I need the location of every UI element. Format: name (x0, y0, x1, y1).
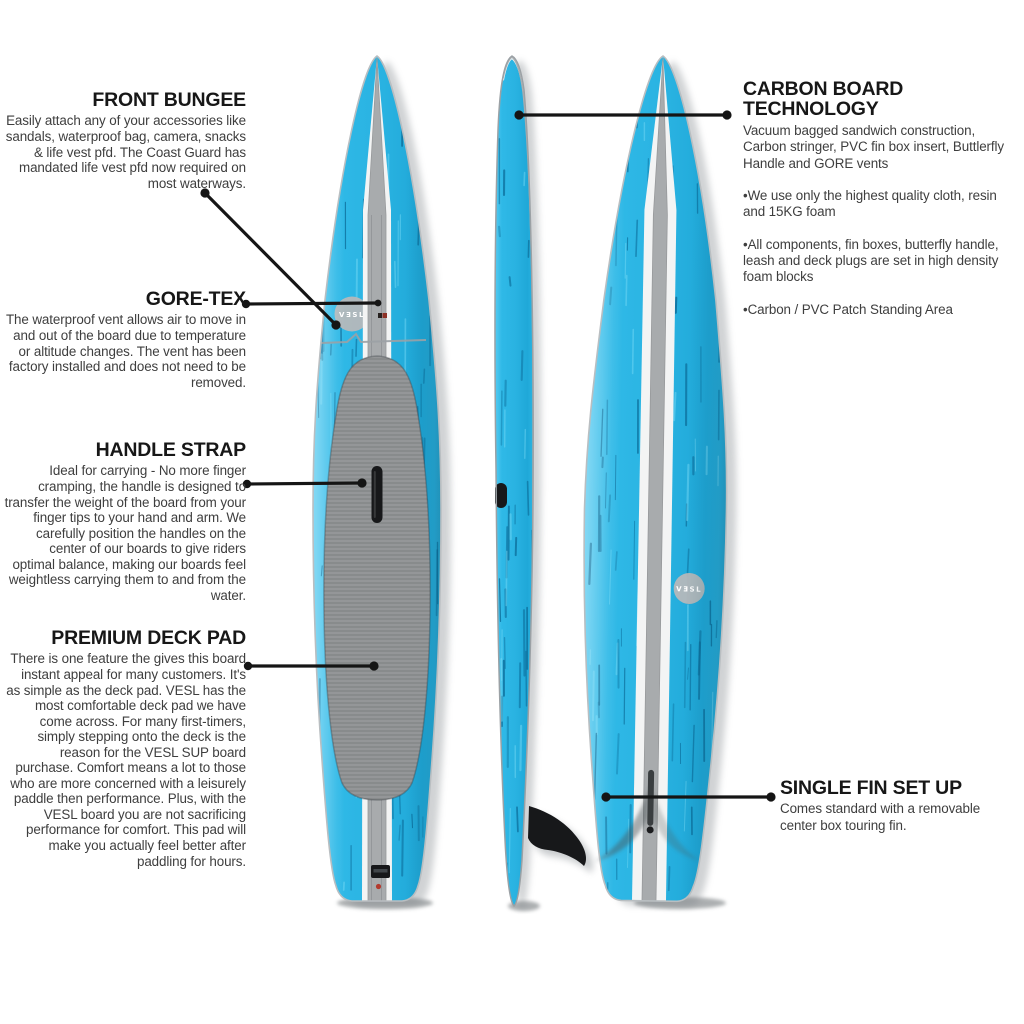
callout-title: SINGLE FIN SET UP (780, 777, 962, 799)
callout-body: Easily attach any of your accessories li… (5, 113, 246, 191)
callout-premium-deck-pad: PREMIUM DECK PAD There is one feature th… (4, 628, 246, 869)
deck-view-board: VƎSL (312, 55, 451, 906)
callout-front-bungee: FRONT BUNGEE Easily attach any of your a… (4, 90, 246, 191)
side-view-board (494, 55, 594, 910)
connector-carbon-board (514, 110, 732, 120)
deck-pad (323, 355, 431, 801)
callout-title: HANDLE STRAP (95, 439, 247, 461)
callout-body: The waterproof vent allows air to move i… (5, 312, 246, 390)
butterfly-handle-side (495, 483, 507, 508)
callout-carbon-board-technology: CARBON BOARD TECHNOLOGY Vacuum bagged sa… (743, 79, 1021, 334)
callout-single-fin-set-up: SINGLE FIN SET UP Comes standard with a … (780, 778, 1012, 834)
tail-vent-red-dot (375, 883, 382, 890)
callout-bullet: •Carbon / PVC Patch Standing Area (743, 301, 953, 317)
connector-single-fin (601, 792, 776, 802)
callout-body: Ideal for carrying - No more finger cram… (4, 463, 247, 603)
callout-intro: Vacuum bagged sandwich construction, Car… (743, 122, 1004, 171)
callout-title: PREMIUM DECK PAD (51, 627, 246, 649)
connector-handle-strap (242, 478, 367, 489)
callout-body: There is one feature the gives this boar… (6, 651, 246, 869)
callout-bullet: •All components, fin boxes, butterfly ha… (743, 236, 999, 285)
callout-gore-tex: GORE-TEX The waterproof vent allows air … (4, 289, 246, 390)
callout-title: FRONT BUNGEE (92, 89, 246, 111)
bungee-cord (320, 332, 427, 344)
connector-gore-tex (241, 299, 382, 309)
callout-handle-strap: HANDLE STRAP Ideal for carrying - No mor… (4, 439, 247, 603)
callout-connectors (200, 110, 776, 802)
callout-body: Comes standard with a removable center b… (780, 801, 981, 833)
connector-premium-deck-pad (243, 661, 379, 671)
callout-title: CARBON BOARD TECHNOLOGY (743, 78, 904, 121)
handle-strap-slot (371, 466, 383, 523)
gore-vent (378, 313, 387, 318)
leash-plug (371, 865, 390, 890)
callout-bullet: •We use only the highest quality cloth, … (743, 187, 997, 220)
callout-title: GORE-TEX (145, 288, 246, 310)
bottom-view-board: VƎSL (577, 54, 744, 908)
